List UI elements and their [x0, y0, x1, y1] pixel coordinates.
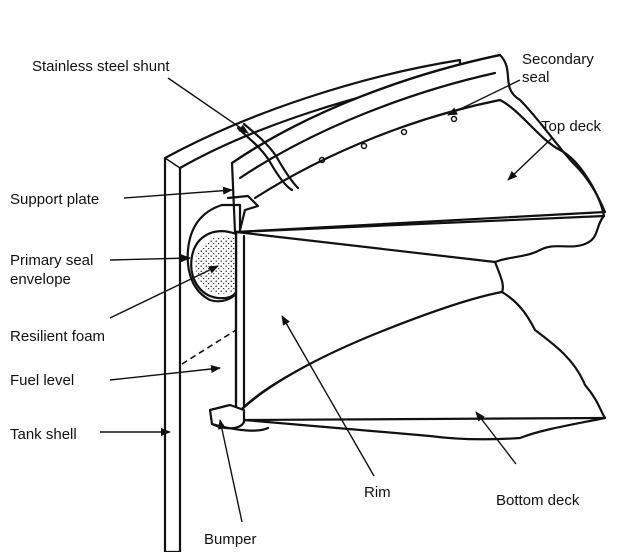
primary-seal-envelope [186, 203, 238, 303]
leader-lines [100, 77, 553, 523]
label-primary-seal-2: envelope [10, 271, 71, 288]
label-rim: Rim [364, 484, 391, 501]
label-bumper: Bumper [204, 531, 257, 548]
label-support-plate: Support plate [10, 191, 99, 208]
bottom-deck [234, 290, 607, 441]
label-resilient-foam: Resilient foam [10, 328, 105, 345]
label-top-deck: Top deck [541, 118, 602, 135]
label-primary-seal-1: Primary seal [10, 252, 93, 269]
label-fuel-level: Fuel level [10, 372, 74, 389]
label-tank-shell: Tank shell [10, 426, 77, 443]
stainless-steel-shunt [236, 122, 300, 192]
seal-rivets [318, 115, 458, 164]
labels: Stainless steel shunt Secondary seal Top… [10, 51, 602, 548]
support-plate [220, 194, 260, 232]
label-bottom-deck: Bottom deck [496, 492, 580, 509]
label-secondary-seal-2: seal [522, 69, 550, 86]
fuel-level-line [181, 329, 237, 365]
label-secondary-seal-1: Secondary [522, 51, 594, 68]
label-stainless-steel-shunt: Stainless steel shunt [32, 58, 170, 75]
